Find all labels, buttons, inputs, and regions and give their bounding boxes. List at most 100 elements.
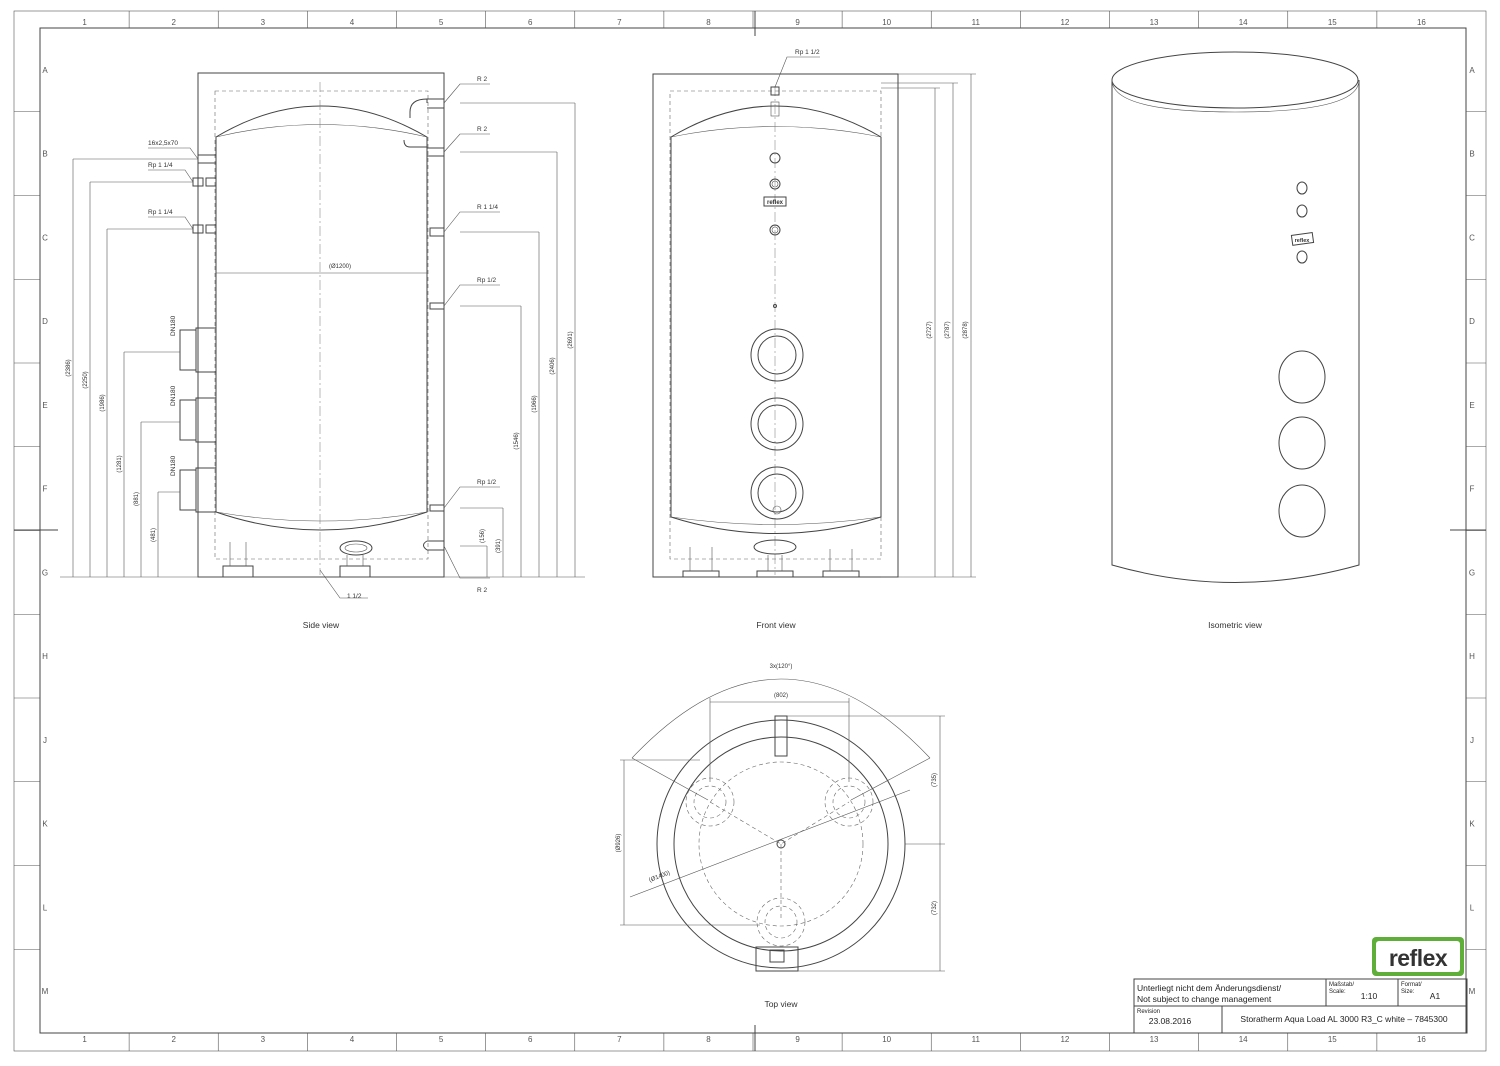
flange-label: DN180 [170,315,177,336]
grid-column-label: 5 [439,1035,444,1044]
side-right-dim: (2691) [568,331,574,348]
isometric-view: reflex Isometric view [1111,51,1360,630]
iso-flange [1278,416,1326,470]
grid-column-label: 8 [706,1035,711,1044]
front-flange-bottom [750,466,804,520]
grid-column-label: 10 [882,18,891,27]
iso-cylinder [1111,80,1360,583]
grid-column-label: 11 [972,18,981,27]
front-badge-text: reflex [767,200,784,206]
grid-column-label: 4 [350,18,355,27]
grid-column-label: 5 [439,18,444,27]
side-leg [222,565,254,578]
drawing-title: Storatherm Aqua Load AL 3000 R3_C white … [1240,1014,1447,1024]
grid-column-label: 12 [1060,18,1069,27]
grid-row-label: J [1470,736,1474,745]
iso-top-lid [1111,51,1359,109]
notice-en: Not subject to change management [1137,994,1272,1004]
top-dim: (732) [932,901,938,915]
top-dim: (735) [932,773,938,787]
scale-label-de: Maßstab/ [1329,982,1354,988]
top-pitch-label: (Ø926) [616,834,622,853]
front-conn-label: Rp 1 1/2 [795,49,820,56]
grid-row-label: G [42,568,48,577]
top-diameter-dim [629,789,911,898]
notice-de: Unterliegt nicht dem Änderungsdienst/ [1137,983,1282,993]
side-right-dim: (1546) [514,432,520,449]
grid-column-label: 2 [171,1035,176,1044]
front-leg [756,570,794,578]
side-leg [339,565,371,578]
side-pipe-r2-top [409,98,428,118]
grid-column-label: 1 [82,1035,87,1044]
side-tank-body [215,105,428,531]
top-flange [756,897,806,947]
side-left-dimension-lines [60,158,320,578]
grid-column-label: 4 [350,1035,355,1044]
flange-label: DN180 [170,455,177,476]
side-left-dim: (881) [134,492,140,506]
side-left-dim: (481) [151,528,157,542]
side-view: (Ø1200) R 2 R 2 R 1 1/4 Rp 1/2 Rp 1/2 R … [60,72,585,630]
grid-row-label: C [1469,233,1475,242]
top-view-title: Top view [764,999,798,1009]
front-tank-body [670,105,882,534]
front-view-title: Front view [756,620,796,630]
front-leg [822,570,860,578]
grid-row-label: F [1470,485,1475,494]
top-connection-pipe [774,715,788,757]
front-badge [763,196,787,207]
grid-column-label: 3 [261,1035,266,1044]
front-view: reflex Rp 1 1/2 (2727) (2787) (2878) Fro… [652,49,976,630]
side-left-conn-label: 16x2,5x70 [148,140,178,147]
grid-column-label: 13 [1150,18,1159,27]
side-right-dim: (391) [496,539,502,553]
top-diameter-label: (Ø1400) [648,870,671,883]
iso-flange [1278,484,1326,538]
grid-row-label: B [1469,150,1474,159]
side-left-dim: (2250) [83,371,89,388]
grid-row-label: B [42,150,47,159]
format-label-de: Format/ [1401,982,1422,988]
reflex-logo: reflex [1372,937,1464,976]
side-left-dim: (2386) [66,359,72,376]
grid-row-label: E [1469,401,1474,410]
side-conn-label: R 2 [477,76,488,83]
top-view: 3x(120°) (802) (Ø926) (Ø1400) (735) (732… [616,664,945,1009]
grid-row-label: A [42,66,48,75]
side-conn-label: R 2 [477,587,488,594]
grid-column-label: 14 [1239,1035,1248,1044]
grid-column-label: 7 [617,1035,622,1044]
grid-row-label: M [1469,987,1476,996]
inner-frame [39,27,1467,1034]
front-leg [682,570,720,578]
grid-column-label: 7 [617,18,622,27]
side-left-conn-label: Rp 1 1/4 [148,209,173,216]
side-bottom-outlet [339,540,373,556]
side-right-dim: (156) [480,529,486,543]
grid-column-label: 9 [795,1035,800,1044]
front-port [769,224,781,236]
side-pipe-r2-second [403,139,427,148]
iso-port [1296,181,1308,195]
grid-row-label: A [1469,66,1475,75]
top-pitch-dim [620,759,760,926]
grid-row-label: L [1470,903,1475,912]
side-right-dim: (2406) [550,357,556,374]
iso-badge-text: reflex [1295,238,1311,244]
isometric-view-title: Isometric view [1208,620,1263,630]
grid-row-label: J [43,736,47,745]
side-pipe-rp12-low [429,504,445,512]
grid-row-label: L [43,903,48,912]
top-angle-arc [631,678,931,759]
revision-date: 23.08.2016 [1149,1016,1192,1026]
iso-badge [1290,231,1315,246]
side-pipe-rp12 [429,302,445,310]
side-view-title: Side view [303,620,340,630]
side-leg-stems [229,542,364,566]
grid-column-label: 13 [1150,1035,1159,1044]
side-left-dim: (1986) [100,394,106,411]
side-pipe-r114 [429,227,445,237]
front-view-insulation [669,90,882,560]
